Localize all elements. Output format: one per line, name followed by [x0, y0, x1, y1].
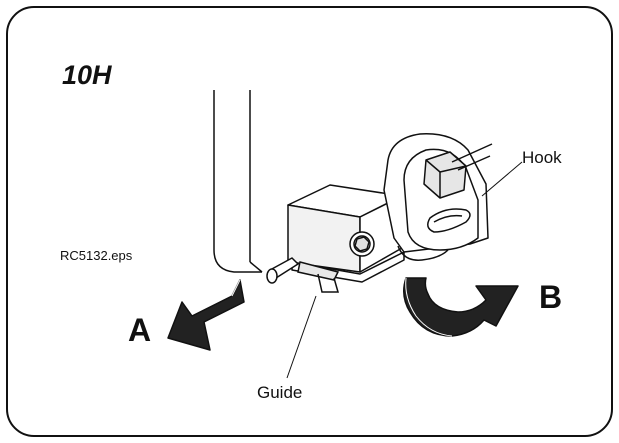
- hook-leader-line: [481, 161, 523, 197]
- model-title: 10H: [62, 60, 112, 90]
- direction-b-label: B: [539, 279, 563, 315]
- arrow-b: [403, 277, 519, 337]
- side-panel: [213, 90, 263, 273]
- guide-leader-line: [286, 295, 317, 379]
- file-name-label: RC5132.eps: [60, 248, 133, 263]
- guide-pin: [266, 257, 340, 293]
- guide-callout-label: Guide: [257, 383, 303, 402]
- hook: [383, 133, 493, 261]
- direction-a-label: A: [128, 312, 152, 348]
- hook-callout-label: Hook: [522, 148, 562, 167]
- arrow-a: [167, 279, 245, 351]
